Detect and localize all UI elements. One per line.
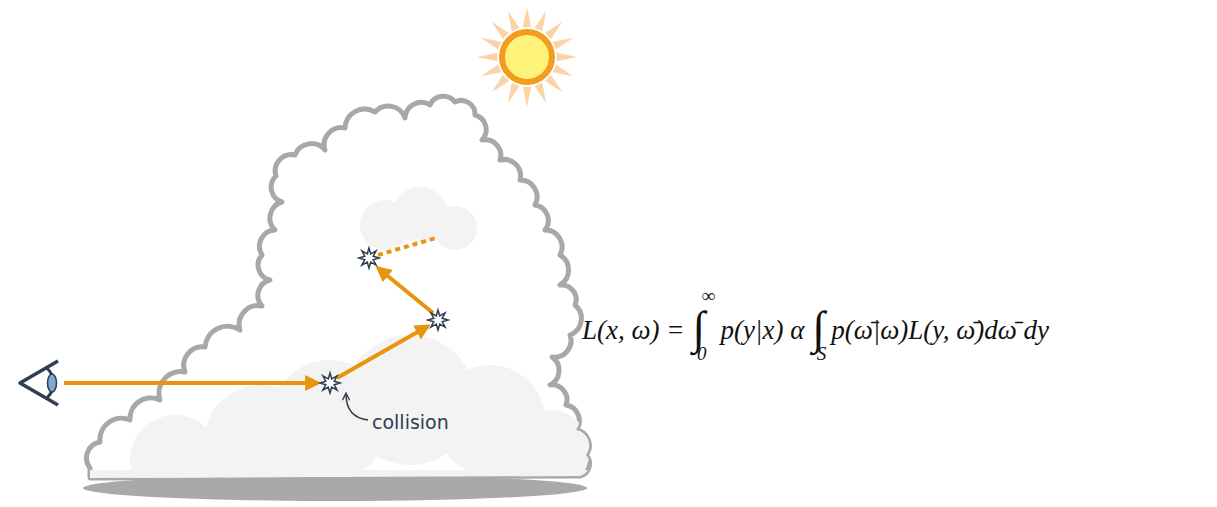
eye-lid — [20, 361, 58, 405]
sun-ray — [508, 83, 520, 103]
equation-term: p(y|x) α — [721, 317, 805, 344]
collision-star — [359, 248, 379, 268]
sun-ray — [545, 22, 562, 39]
leader-line — [346, 394, 368, 420]
sun — [477, 7, 577, 107]
sun-ray — [553, 65, 573, 77]
equation-term: L(x, ω) = — [582, 317, 685, 344]
equation-term: p(ω̄|ω)L(y, ω̄)dω̄ dy — [831, 317, 1049, 344]
equation-term: 0 — [697, 344, 707, 363]
cloud-puff — [510, 410, 590, 490]
sun-ray — [535, 83, 547, 103]
sun-ray — [508, 11, 520, 31]
sun-ray — [545, 75, 562, 92]
collision-label: collision — [372, 413, 449, 432]
sun-ray — [492, 75, 509, 92]
collision-markers — [320, 248, 448, 393]
sun-ray — [523, 87, 531, 107]
eye-iris — [48, 374, 57, 392]
eye — [20, 361, 58, 405]
collision-star — [428, 310, 448, 330]
sun-ray — [523, 7, 531, 27]
sun-ray — [477, 53, 497, 61]
path-segment — [337, 326, 428, 378]
collision-star — [320, 373, 340, 393]
cloud-shading — [80, 187, 600, 505]
sun-ray — [553, 38, 573, 50]
equation-term: ∞ — [702, 286, 716, 305]
sun-disc — [502, 32, 552, 82]
cloud-puff — [80, 470, 600, 490]
cloud-puff — [130, 415, 220, 505]
path-segment — [64, 381, 318, 385]
sun-ray — [481, 38, 501, 50]
sun-ray — [481, 65, 501, 77]
sun-ray — [557, 53, 577, 61]
equation-term: S — [817, 344, 827, 363]
path-continuation — [378, 238, 436, 255]
sun-ray — [492, 22, 509, 39]
sun-ray — [535, 11, 547, 31]
path-segment — [378, 268, 433, 313]
cloud-puff — [433, 206, 477, 250]
